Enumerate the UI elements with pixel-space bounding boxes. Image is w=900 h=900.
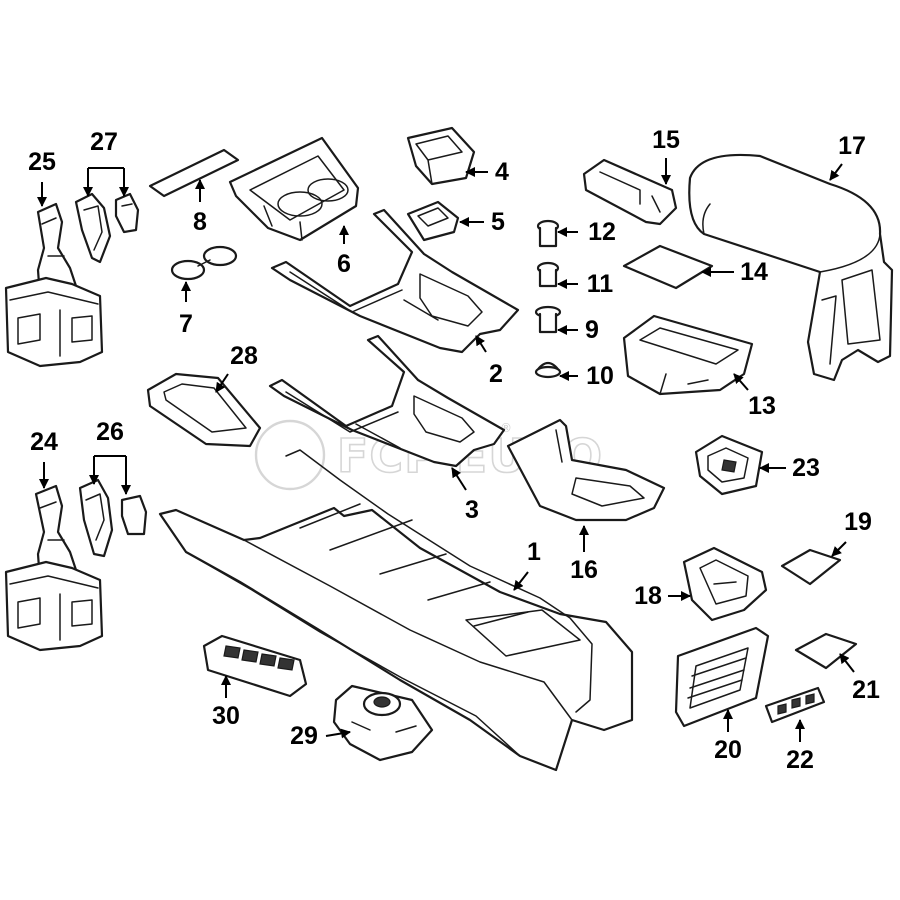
- callout-13: 13: [733, 373, 776, 420]
- part-1-center-console[interactable]: [158, 449, 634, 772]
- part-28-tray[interactable]: [146, 372, 262, 448]
- callout-number: 16: [570, 556, 598, 584]
- callout-number: 8: [193, 208, 207, 236]
- callout-number: 20: [714, 736, 742, 764]
- callout-number: 7: [179, 310, 193, 338]
- callout-25: 25: [28, 148, 56, 207]
- part-26-shifter-trim[interactable]: [78, 478, 148, 558]
- callout-18: 18: [634, 582, 691, 610]
- part-13-storage-bin[interactable]: [622, 314, 754, 396]
- part-10-fastener[interactable]: [534, 361, 562, 379]
- part-17-armrest[interactable]: [688, 153, 894, 382]
- callout-16: 16: [570, 525, 598, 584]
- callout-11: 11: [557, 270, 614, 298]
- callout-14: 14: [701, 258, 768, 286]
- part-9-fastener[interactable]: [534, 305, 562, 334]
- part-25-shifter-assembly[interactable]: [4, 202, 104, 368]
- callout-27: 27: [83, 128, 129, 197]
- callout-number: 13: [748, 392, 776, 420]
- callout-number: 24: [30, 428, 58, 456]
- part-20-vent-grille[interactable]: [674, 626, 770, 728]
- callout-number: 5: [491, 208, 505, 236]
- callout-23: 23: [759, 454, 820, 482]
- callout-number: 25: [28, 148, 56, 176]
- part-4-storage-tray[interactable]: [406, 126, 476, 186]
- part-7-cup-holder-insert[interactable]: [170, 245, 238, 281]
- part-2-trim-bezel[interactable]: [270, 208, 520, 354]
- callout-number: 29: [290, 722, 318, 750]
- part-3-trim-bezel[interactable]: [268, 334, 506, 468]
- callout-30: 30: [212, 675, 240, 730]
- callout-number: 30: [212, 702, 240, 730]
- callout-number: 28: [230, 342, 258, 370]
- callout-1: 1: [513, 538, 541, 591]
- callout-10: 10: [559, 362, 614, 390]
- callout-number: 9: [585, 316, 599, 344]
- callout-24: 24: [30, 428, 58, 489]
- part-27-shifter-trim[interactable]: [74, 192, 140, 264]
- callout-28: 28: [215, 342, 258, 393]
- part-5-clip-tray[interactable]: [406, 200, 460, 242]
- callout-3: 3: [451, 467, 479, 524]
- part-22-switch-strip[interactable]: [764, 686, 826, 724]
- part-18-vent-housing[interactable]: [682, 546, 768, 622]
- callout-29: 29: [290, 722, 351, 750]
- part-30-switch-panel[interactable]: [202, 634, 308, 698]
- callout-number: 11: [587, 270, 614, 298]
- part-21-pad[interactable]: [794, 632, 858, 670]
- part-16-tray[interactable]: [506, 418, 666, 522]
- part-12-fastener[interactable]: [536, 219, 560, 248]
- part-19-pad[interactable]: [780, 548, 842, 586]
- callout-15: 15: [652, 126, 680, 185]
- callout-8: 8: [193, 179, 207, 236]
- part-11-fastener[interactable]: [536, 261, 560, 288]
- callout-number: 27: [90, 128, 118, 156]
- callout-number: 3: [465, 496, 479, 524]
- callout-number: 18: [634, 582, 662, 610]
- callout-number: 6: [337, 250, 351, 278]
- callout-number: 1: [527, 538, 541, 566]
- callout-number: 2: [489, 360, 503, 388]
- watermark-logo-ring: [254, 419, 326, 491]
- callout-22: 22: [786, 719, 814, 774]
- callout-6: 6: [337, 225, 351, 278]
- callout-20: 20: [714, 709, 742, 764]
- callout-4: 4: [465, 158, 509, 186]
- callout-number: 22: [786, 746, 814, 774]
- callout-19: 19: [831, 508, 872, 557]
- part-24-shifter-assembly[interactable]: [4, 484, 104, 652]
- callout-12: 12: [557, 218, 616, 246]
- callout-17: 17: [829, 132, 866, 181]
- callout-9: 9: [557, 316, 599, 344]
- callout-number: 4: [495, 158, 509, 186]
- part-6-cup-holder[interactable]: [228, 136, 360, 242]
- callout-number: 14: [740, 258, 768, 286]
- callout-5: 5: [459, 208, 505, 236]
- callout-number: 19: [844, 508, 872, 536]
- part-14-pad[interactable]: [622, 244, 714, 290]
- part-8-pad[interactable]: [148, 148, 240, 198]
- callout-number: 23: [792, 454, 820, 482]
- callout-2: 2: [475, 335, 503, 388]
- callout-number: 12: [588, 218, 616, 246]
- callout-7: 7: [179, 281, 193, 338]
- part-29-controller-knob[interactable]: [332, 684, 434, 762]
- callout-number: 10: [586, 362, 614, 390]
- callout-26: 26: [89, 418, 131, 495]
- callout-number: 17: [838, 132, 866, 160]
- part-23-vent[interactable]: [694, 434, 764, 496]
- callout-number: 26: [96, 418, 124, 446]
- callout-number: 15: [652, 126, 680, 154]
- part-15-bracket[interactable]: [582, 158, 678, 226]
- callout-number: 21: [852, 676, 880, 704]
- callout-21: 21: [839, 653, 880, 704]
